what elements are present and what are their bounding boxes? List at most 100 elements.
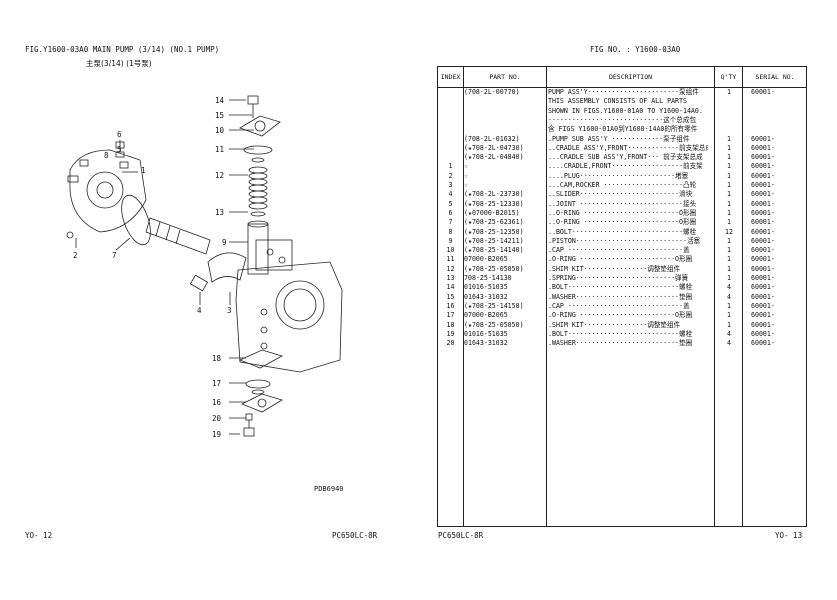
row-qty: 1 xyxy=(727,236,731,245)
table-row: 17 07000-B2065 .O-RING ···················… xyxy=(438,311,808,320)
row-index: 18 xyxy=(446,320,455,329)
row-description: ...CAM,ROCKER ····················凸轮 xyxy=(548,181,697,189)
left-page-number: YO- 12 xyxy=(25,531,53,540)
row-serial: 60001- xyxy=(751,301,775,310)
row-qty: 1 xyxy=(727,218,731,227)
table-row: 7 (★708-25-62361) ..O-RING ···············… xyxy=(438,218,808,227)
row-description: ·····························这个总成包 xyxy=(548,115,697,124)
row-serial: 60001- xyxy=(751,283,775,292)
row-serial: 60001- xyxy=(751,236,775,245)
table-row: (★708-2L-04730)..CRADLE ASS'Y,FRONT·····… xyxy=(438,144,808,153)
row-serial: 60001- xyxy=(751,274,775,282)
row-qty: 1 xyxy=(727,171,731,180)
row-part-no: (★708-25-14211) xyxy=(464,236,524,245)
row-part-no: (★708-25-12350) xyxy=(464,227,524,236)
row-index: 13 xyxy=(446,274,455,282)
table-row: 8(★708-25-12350)..BOLT··················… xyxy=(438,228,808,237)
row-qty: 1 xyxy=(727,320,731,329)
row-description: .SPRING·························弹簧 xyxy=(548,274,689,282)
row-serial: 60001- xyxy=(751,227,775,236)
row-index: 17 xyxy=(446,311,455,320)
table-row: 12(★708-25-05050).SHIM KIT··············… xyxy=(438,265,808,274)
callout-9: 9 xyxy=(222,238,227,247)
row-qty: 1 xyxy=(727,274,731,282)
table-row: 20 01643-31032 .WASHER····················… xyxy=(438,339,808,348)
row-index: 1 xyxy=(448,162,453,171)
row-serial: 60001- xyxy=(751,181,775,189)
row-description: .CAP ·····························盖 xyxy=(548,246,690,255)
header-index: INDEX xyxy=(440,73,461,81)
row-index: 7 xyxy=(448,218,453,227)
figure-subtitle: 主泵(3/14) (1号泵) xyxy=(86,59,152,68)
row-description: ..BOLT····························螺栓 xyxy=(548,227,697,236)
row-description: SHOWN IN FIGS.Y1600-01A0 TO Y1600-14A0. xyxy=(548,106,703,115)
row-description: ..CRADLE ASS'Y,FRONT·············前支架总成 xyxy=(548,143,708,152)
row-description: .O-RING ························O形圈 xyxy=(548,255,693,264)
row-description: ....PLUG························堵塞 xyxy=(548,171,689,180)
row-part-no: (★708-25-62361) xyxy=(464,218,524,227)
row-description: .SHIM KIT················调整垫组件 xyxy=(548,320,681,329)
row-description: ..O-RING ························O形圈 xyxy=(548,208,697,217)
parts-table: INDEX PART NO. DESCRIPTION Q'TY SERIAL N… xyxy=(437,66,807,527)
table-row: 9(★708-25-14211).PISTON·················… xyxy=(438,237,808,246)
table-row: (708-2L-01632).PUMP SUB ASS'Y ··········… xyxy=(438,135,808,144)
row-description: ...CRADLE SUB ASS'Y,FRONT··· 前子支架总成 xyxy=(548,153,703,162)
row-qty: 1 xyxy=(727,208,731,217)
table-row: 10(★708-25-14140).CAP ··················… xyxy=(438,246,808,255)
row-part-no: ☆ xyxy=(464,181,468,189)
row-description: .WASHER··························垫圈 xyxy=(548,292,693,301)
row-qty: 1 xyxy=(727,181,731,189)
row-index: 12 xyxy=(446,264,455,273)
row-serial: 60001- xyxy=(751,246,775,255)
row-serial: 60001- xyxy=(751,292,775,301)
row-serial: 60001- xyxy=(751,162,775,171)
row-serial: 60001- xyxy=(751,190,775,199)
row-serial: 60001- xyxy=(751,208,775,217)
row-part-no: 07000-B2065 xyxy=(464,255,508,264)
row-description: .PISTON····························活塞 xyxy=(548,236,701,245)
row-part-no: 01643-31032 xyxy=(464,292,508,301)
row-index: 20 xyxy=(446,339,455,348)
row-part-no: (★708-2L-23730) xyxy=(464,190,524,199)
table-row: SHOWN IN FIGS.Y1600-01A0 TO Y1600-14A0. xyxy=(438,107,808,116)
callout-18: 18 xyxy=(212,354,222,363)
row-part-no: (708-2L-00770) xyxy=(464,88,520,96)
callout-1: 1 xyxy=(141,166,146,175)
table-row: (★708-2L-04840)...CRADLE SUB ASS'Y,FRONT… xyxy=(438,153,808,162)
row-part-no: (★708-25-12330) xyxy=(464,199,524,208)
row-description: ..JOINT ··························接头 xyxy=(548,199,697,208)
row-description: .BOLT····························螺栓 xyxy=(548,283,693,292)
row-index: 5 xyxy=(448,199,453,208)
callout-4: 4 xyxy=(197,306,202,315)
row-part-no: ☆ xyxy=(464,171,468,180)
row-part-no: 07000-B2065 xyxy=(464,311,508,320)
callout-12: 12 xyxy=(215,171,224,180)
row-description: THIS ASSEMBLY CONSISTS OF ALL PARTS xyxy=(548,97,687,106)
row-part-no: 01643-31032 xyxy=(464,339,508,348)
row-part-no: (★708-25-14140) xyxy=(464,246,524,255)
row-serial: 60001- xyxy=(751,143,775,152)
left-page-model: PC650LC-8R xyxy=(332,531,378,540)
row-index: 16 xyxy=(446,301,455,310)
callout-13: 13 xyxy=(215,208,224,217)
row-part-no: 01016-51035 xyxy=(464,283,508,292)
row-part-no: 708-25-14130 xyxy=(464,274,512,282)
callout-16: 16 xyxy=(212,398,222,407)
fig-number: FIG NO. : Y1600-03A0 xyxy=(590,45,681,54)
row-description: .O-RING ························O形圈 xyxy=(548,311,693,320)
row-serial: 60001- xyxy=(751,199,775,208)
row-index: 6 xyxy=(448,208,453,217)
row-part-no: (708-2L-01632) xyxy=(464,134,520,143)
row-description: .WASHER··························垫圈 xyxy=(548,339,693,348)
row-index: 11 xyxy=(446,255,455,264)
row-description: ..O-RING ························O形圈 xyxy=(548,218,697,227)
row-part-no: 01016-51035 xyxy=(464,329,508,338)
callout-15: 15 xyxy=(215,111,224,120)
row-part-no: (★708-25-05050) xyxy=(464,320,524,329)
diagram-code: PDB6940 xyxy=(314,485,344,493)
row-part-no: (★708-25-05050) xyxy=(464,264,524,273)
